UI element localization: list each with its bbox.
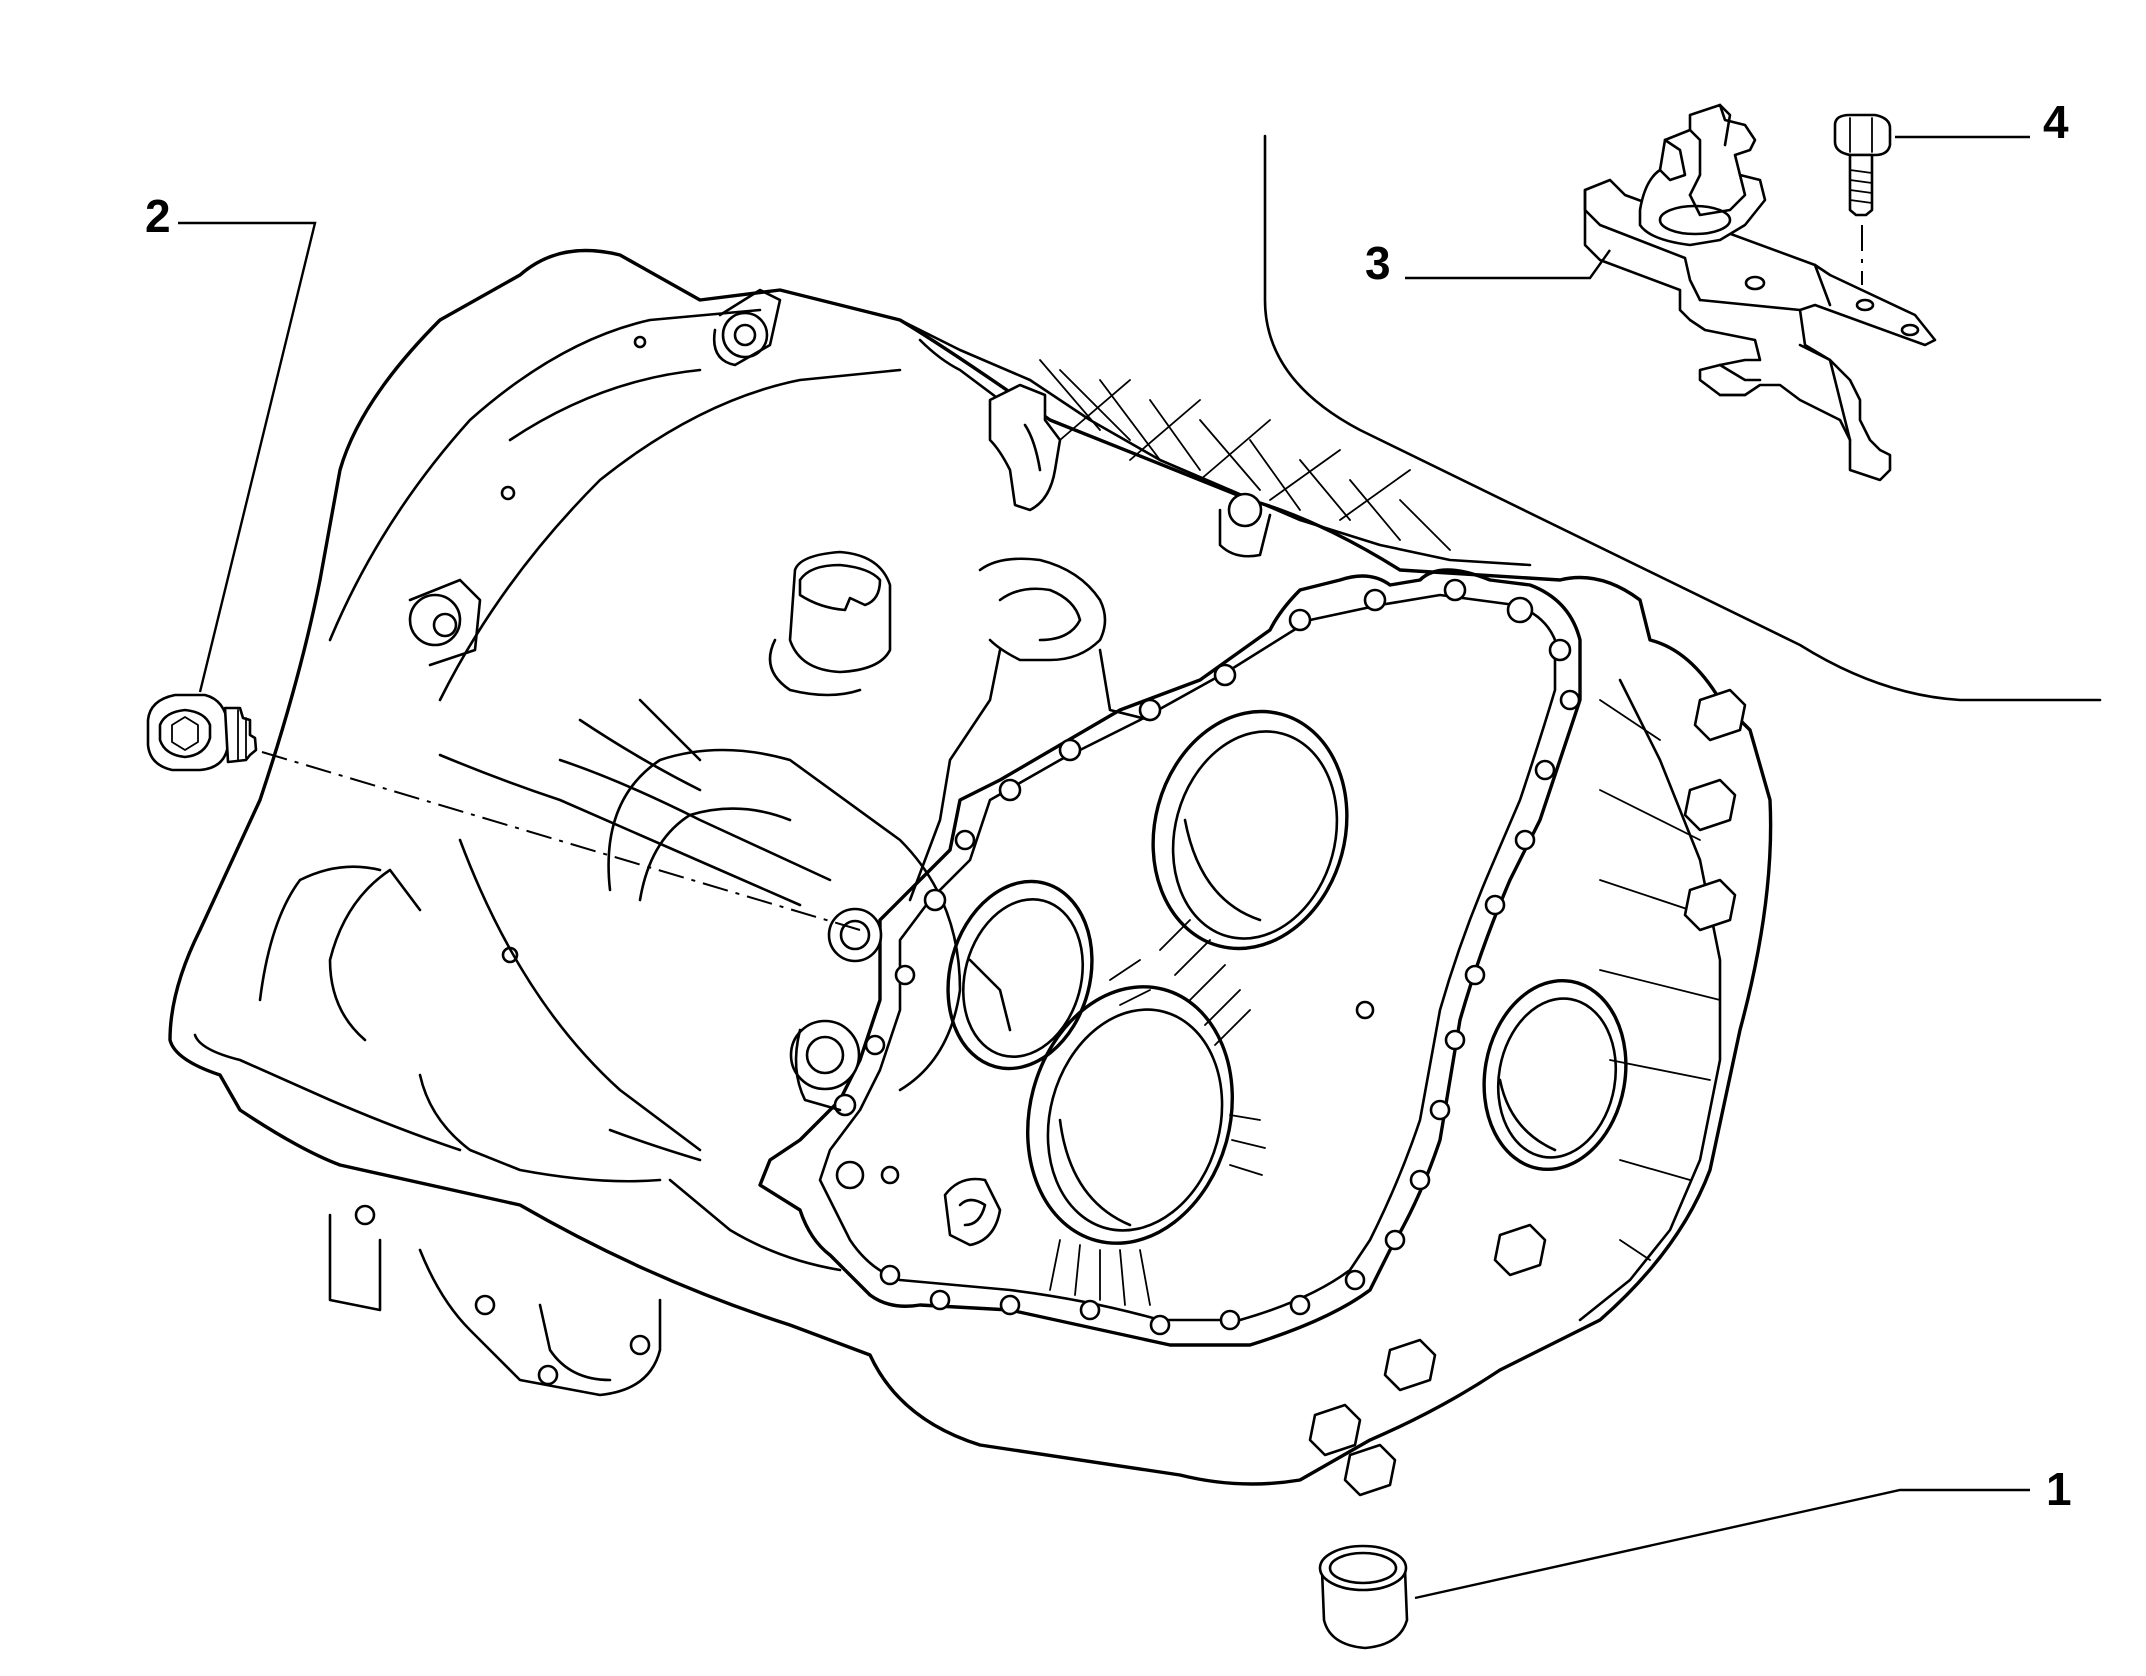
assembly-axis-line [261,751,861,931]
bearing-bores [946,709,1628,1245]
callout-2-label: 2 [145,190,171,242]
callout-3-label: 3 [1365,237,1391,289]
flange-bolt-holes [833,578,1581,1336]
region-outline [1263,134,2102,702]
part-4-bolt [1833,113,1892,285]
callout-1-label: 1 [2046,1463,2072,1515]
transmission-housing [168,248,1773,1497]
flange-bolts-right [1308,688,1747,1497]
part-1-bushing [1318,1544,1409,1650]
part-3-bracket [1583,103,1937,482]
callout-leaders [178,135,2030,1600]
callout-4-label: 4 [2043,96,2069,148]
part-2-plug-screw [146,693,258,772]
